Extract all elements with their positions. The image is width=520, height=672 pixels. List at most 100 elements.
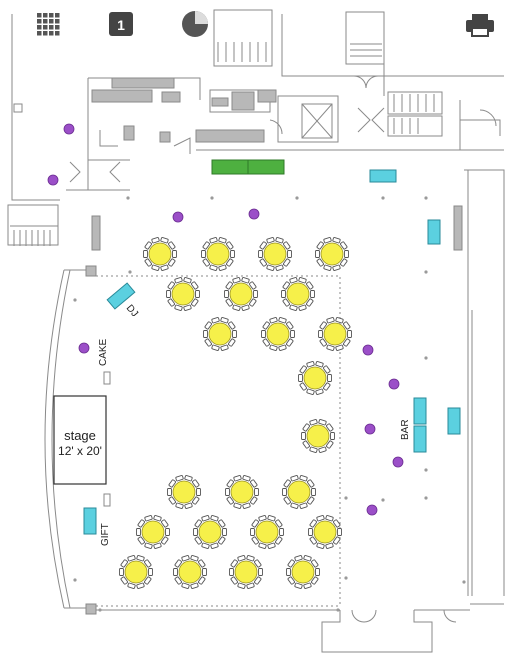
chair <box>290 330 295 338</box>
chair <box>167 298 175 307</box>
floor-dot <box>424 356 428 360</box>
chair <box>167 281 175 290</box>
bar-counter-bottom <box>413 425 427 453</box>
chair <box>201 515 210 522</box>
round-table <box>224 277 258 311</box>
chair <box>167 488 172 496</box>
chair <box>228 338 236 347</box>
chair <box>278 317 287 324</box>
chair <box>308 528 313 536</box>
chair <box>298 374 303 382</box>
chair <box>286 568 291 576</box>
chair <box>194 536 202 545</box>
stairs-top <box>213 9 385 67</box>
chair <box>330 432 335 440</box>
chair <box>232 304 241 311</box>
chair <box>311 576 319 585</box>
print-button[interactable] <box>466 14 494 37</box>
chair <box>333 536 341 545</box>
floor-dot <box>128 270 132 274</box>
chair <box>287 559 295 568</box>
round-table <box>286 555 320 589</box>
chair <box>325 542 334 549</box>
round-table <box>261 317 295 351</box>
chair <box>174 304 183 311</box>
chair <box>319 338 327 347</box>
bar-back-prop <box>447 407 461 435</box>
chair <box>315 568 320 576</box>
grid-cell <box>43 19 48 24</box>
floor-dot <box>295 196 299 200</box>
chair <box>267 515 276 522</box>
chair <box>153 515 162 522</box>
table-top <box>148 242 172 266</box>
table-top <box>303 366 327 390</box>
round-table <box>119 555 153 589</box>
round-table <box>281 277 315 311</box>
chair <box>287 576 295 585</box>
chair <box>237 555 246 562</box>
chair <box>316 258 324 267</box>
chair <box>299 502 308 509</box>
gift-label: GIFT <box>100 523 111 546</box>
chair <box>144 241 152 250</box>
chair <box>286 338 294 347</box>
grid-cell <box>43 31 48 36</box>
table-top <box>172 480 196 504</box>
chair <box>323 237 332 244</box>
chair <box>302 423 310 432</box>
chair <box>203 330 208 338</box>
chair <box>283 258 291 267</box>
chair <box>225 281 233 290</box>
pie-view-icon <box>182 11 208 37</box>
chair <box>254 559 262 568</box>
table-top <box>229 282 253 306</box>
chair <box>275 237 284 244</box>
chair <box>173 568 178 576</box>
chair <box>196 488 201 496</box>
chair <box>241 277 250 284</box>
round-table <box>229 555 263 589</box>
stairs-left <box>7 204 59 246</box>
grid-cell <box>49 31 54 36</box>
chair <box>195 290 200 298</box>
marker-dot <box>63 123 75 135</box>
table-top <box>291 560 315 584</box>
chair <box>315 250 320 258</box>
chair <box>211 317 220 324</box>
chair <box>283 496 291 505</box>
chair <box>127 582 136 589</box>
page-button[interactable]: 1 <box>109 12 133 36</box>
table-top <box>320 242 344 266</box>
chair <box>303 582 312 589</box>
grid-button[interactable] <box>37 13 60 36</box>
round-tables <box>119 237 352 589</box>
chair <box>151 264 160 271</box>
chair <box>282 298 290 307</box>
floor-dot <box>381 196 385 200</box>
marker-dot <box>172 211 184 223</box>
chair <box>181 582 190 589</box>
chair <box>218 264 227 271</box>
chair <box>311 559 319 568</box>
chair <box>127 555 136 562</box>
grid-cell <box>55 25 60 30</box>
gift-table <box>83 507 97 535</box>
chair <box>161 536 169 545</box>
marker-dot <box>248 208 260 220</box>
chair <box>183 304 192 311</box>
pie-view-button[interactable] <box>182 11 208 37</box>
chair <box>168 258 176 267</box>
table-top <box>266 322 290 346</box>
chair <box>144 258 152 267</box>
buffet-table <box>211 159 285 175</box>
chair <box>299 382 307 391</box>
chair <box>306 361 315 368</box>
floor-dot <box>126 196 130 200</box>
table-top <box>124 560 148 584</box>
chair <box>283 241 291 250</box>
chair <box>241 304 250 311</box>
chair <box>266 264 275 271</box>
chair <box>258 515 267 522</box>
chair <box>168 496 176 505</box>
